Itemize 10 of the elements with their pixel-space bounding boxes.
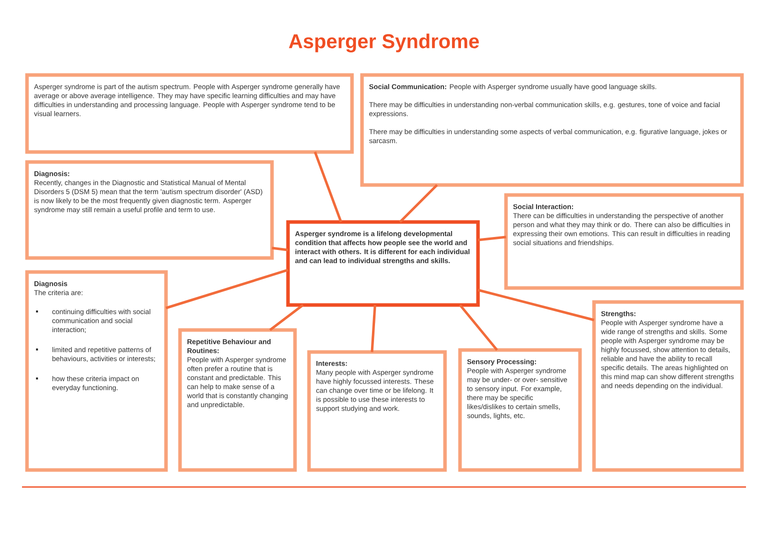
- title: Asperger Syndrome: [288, 34, 479, 52]
- connector-line: [478, 236, 506, 242]
- connector-line: [459, 304, 498, 351]
- connector-line: [478, 288, 594, 322]
- connector-line: [314, 152, 342, 222]
- connector-line: [166, 268, 288, 310]
- connector-line: [370, 304, 376, 352]
- connector-line: [399, 184, 438, 223]
- connector-line: [269, 304, 304, 331]
- connector-line: [272, 246, 288, 252]
